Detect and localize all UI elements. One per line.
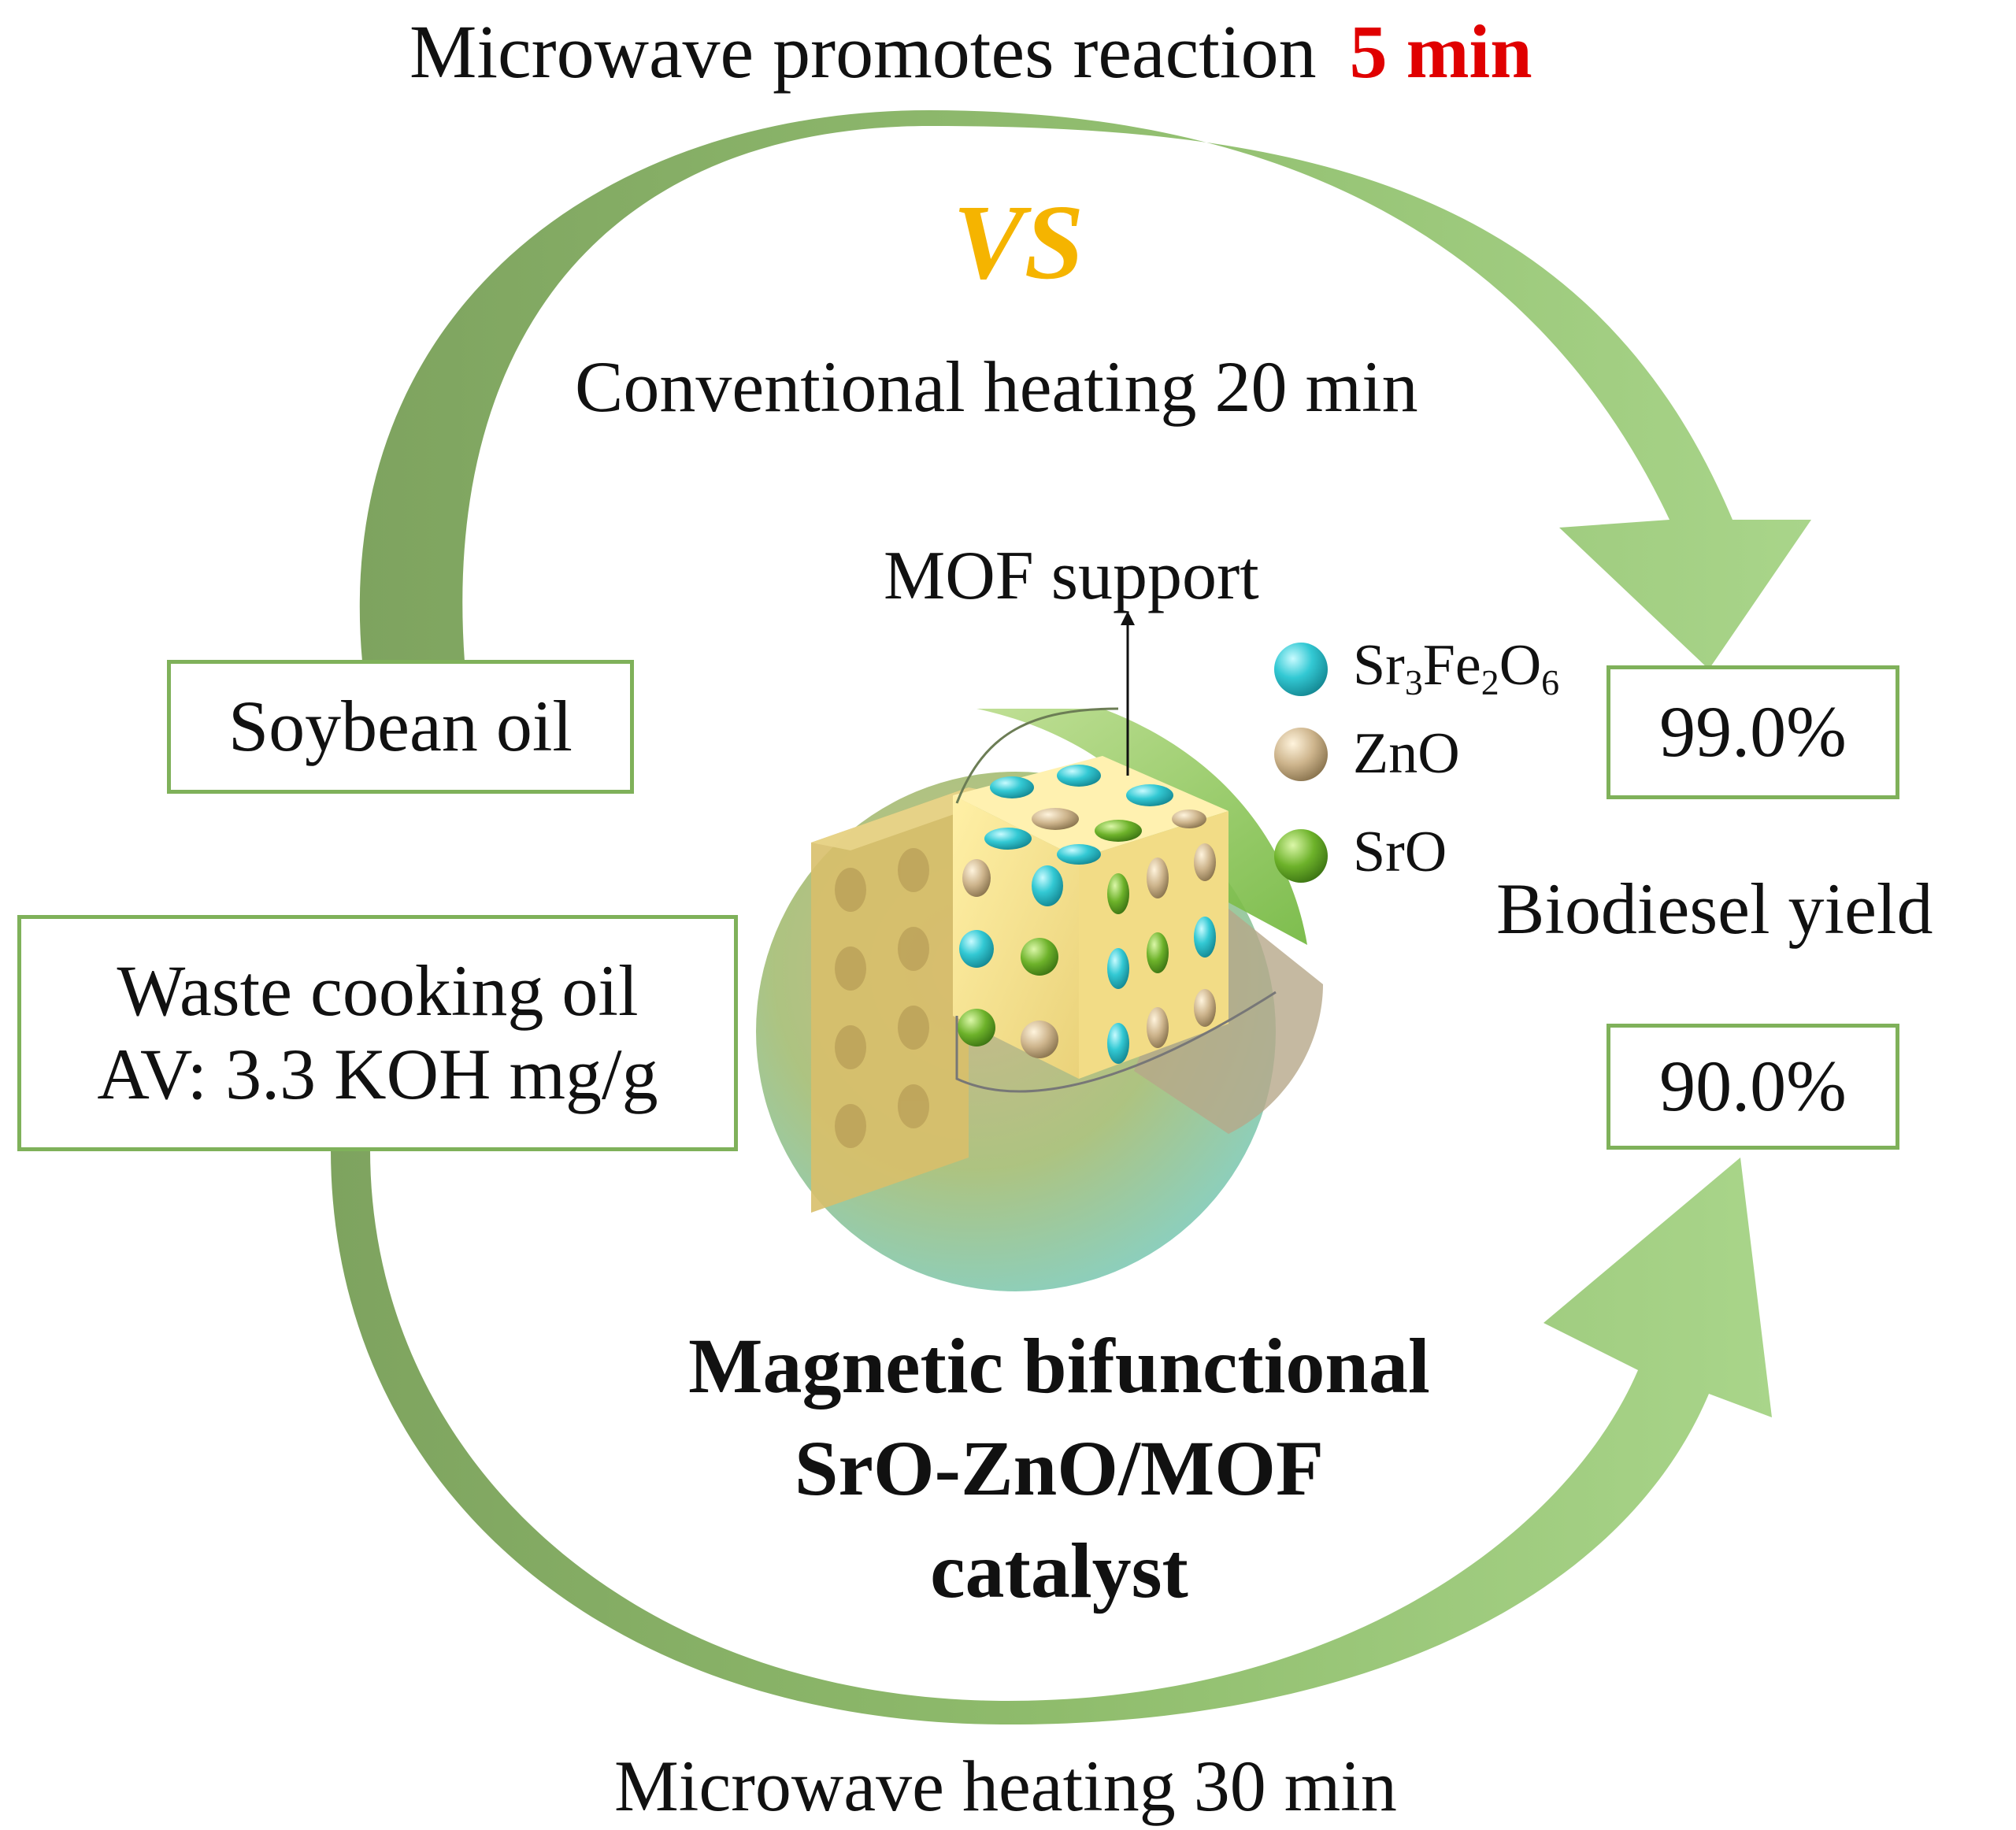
yield-value-99: 99.0% <box>1659 691 1847 772</box>
waste-cooking-oil-box: Waste cooking oil AV: 3.3 KOH mg/g <box>17 915 738 1151</box>
header-highlight: 5 min <box>1349 9 1532 94</box>
yield-box-99: 99.0% <box>1606 665 1899 799</box>
catalyst-illustration <box>756 707 1323 1291</box>
legend-label-sr3fe2o6: Sr3Fe2O6 <box>1353 633 1560 702</box>
catalyst-name: Magnetic bifunctional SrO-ZnO/MOF cataly… <box>614 1315 1504 1622</box>
legend-dot-sr3fe2o6 <box>1274 643 1328 696</box>
biodiesel-yield-label: Biodiesel yield <box>1496 869 1933 949</box>
yield-value-90: 90.0% <box>1659 1046 1847 1127</box>
mof-porous-block <box>811 787 1008 1213</box>
soybean-oil-box: Soybean oil <box>167 660 634 794</box>
vs-label: VS <box>953 183 1084 302</box>
catalyst-name-line2: SrO-ZnO/MOF <box>794 1424 1325 1512</box>
catalyst-name-line3: catalyst <box>930 1527 1188 1614</box>
legend-label-sro: SrO <box>1353 820 1447 884</box>
waste-cooking-oil-label: Waste cooking oil <box>117 950 639 1032</box>
mof-support-label: MOF support <box>884 538 1259 614</box>
legend-label-zno: ZnO <box>1353 721 1460 786</box>
soybean-oil-label: Soybean oil <box>228 686 573 767</box>
legend-dot-sro <box>1274 829 1328 883</box>
waste-oil-acid-value: AV: 3.3 KOH mg/g <box>97 1034 658 1114</box>
header-prefix: Microwave promotes reaction <box>410 9 1317 94</box>
cube-top-particles <box>984 765 1206 865</box>
conventional-heating-label: Conventional heating 20 min <box>575 346 1418 427</box>
cube-front-particles <box>958 859 1063 1058</box>
header-title: Microwave promotes reaction 5 min <box>410 14 1532 90</box>
legend-dot-zno <box>1274 728 1328 781</box>
top-cycle-arrow <box>359 110 1812 669</box>
yield-box-90: 90.0% <box>1606 1024 1899 1150</box>
microwave-heating-label: Microwave heating 30 min <box>614 1746 1397 1826</box>
catalyst-name-line1: Magnetic bifunctional <box>688 1322 1430 1410</box>
cube-side-particles <box>1107 843 1216 1064</box>
